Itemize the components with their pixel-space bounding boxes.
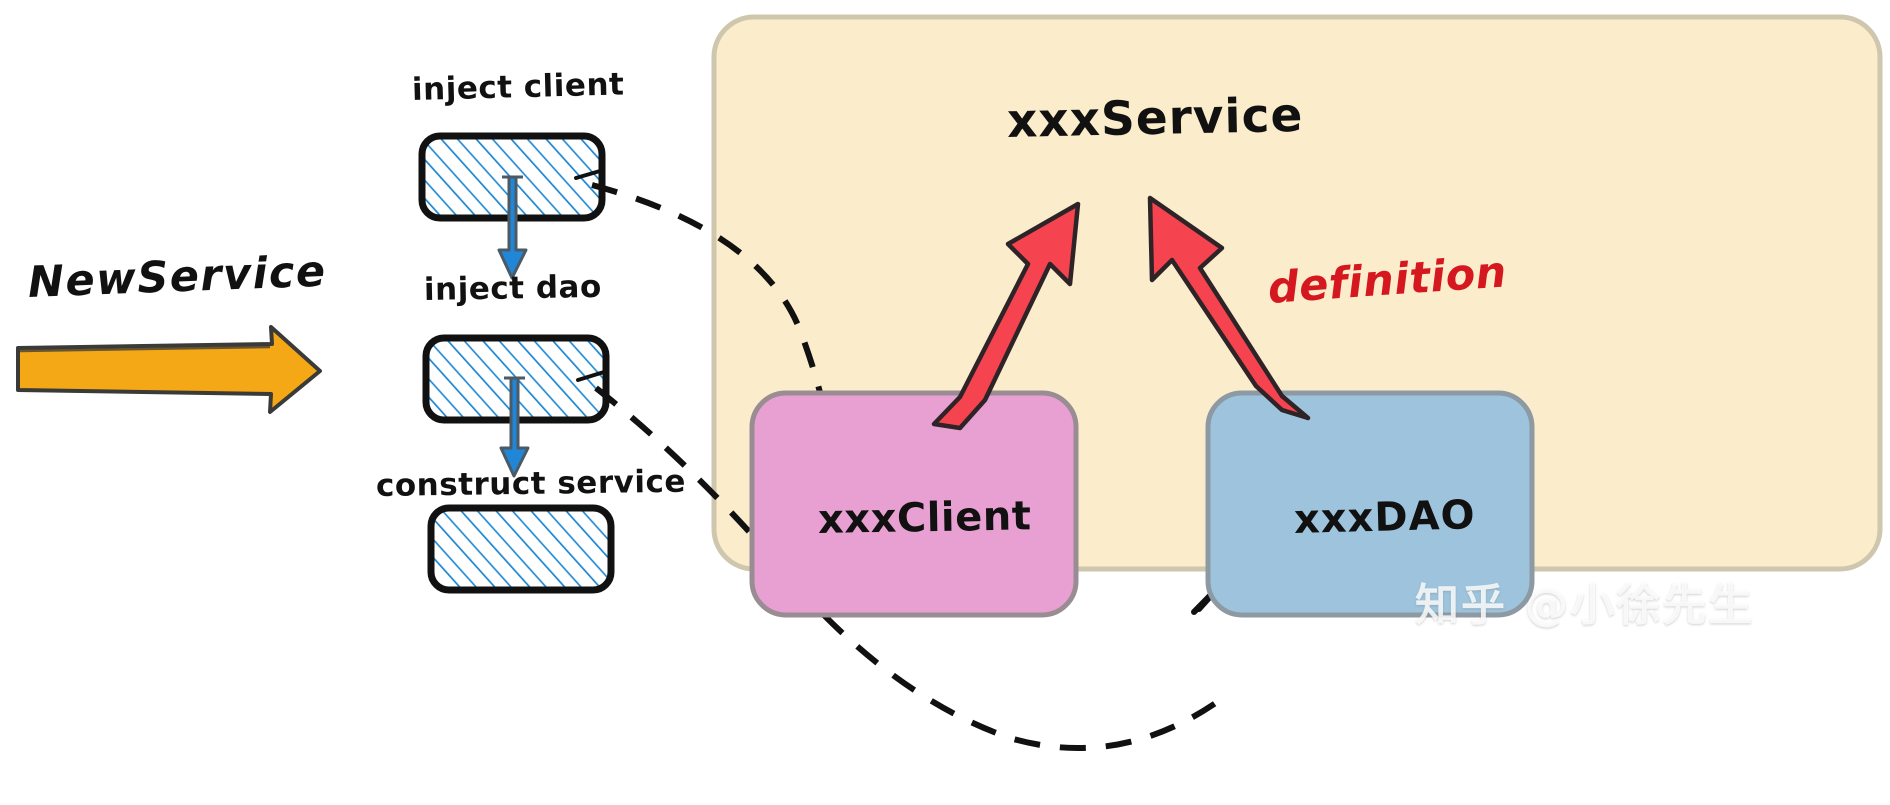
- watermark: 知乎 @小徐先生: [1415, 580, 1755, 631]
- blue-arrow-client-to-dao: [497, 175, 528, 280]
- label-inject-dao: inject dao: [423, 268, 603, 308]
- node-label-xxxdao: xxxDAO: [1293, 492, 1477, 543]
- node-xxxdao[interactable]: [1205, 390, 1535, 618]
- blue-arrow-dao-to-service: [499, 376, 530, 478]
- node-label-xxxclient: xxxClient: [817, 493, 1032, 543]
- red-arrow-client-to-service: [931, 201, 1081, 431]
- red-arrow-dao-to-service: [1147, 195, 1311, 421]
- step-box-construct-service[interactable]: [427, 504, 615, 594]
- orange-flow-arrow: [16, 325, 322, 414]
- container-title-xxxservice: xxxService: [1006, 87, 1304, 149]
- label-construct-service: construct service: [375, 463, 687, 504]
- label-inject-client: inject client: [411, 66, 625, 108]
- node-xxxclient[interactable]: [749, 390, 1079, 618]
